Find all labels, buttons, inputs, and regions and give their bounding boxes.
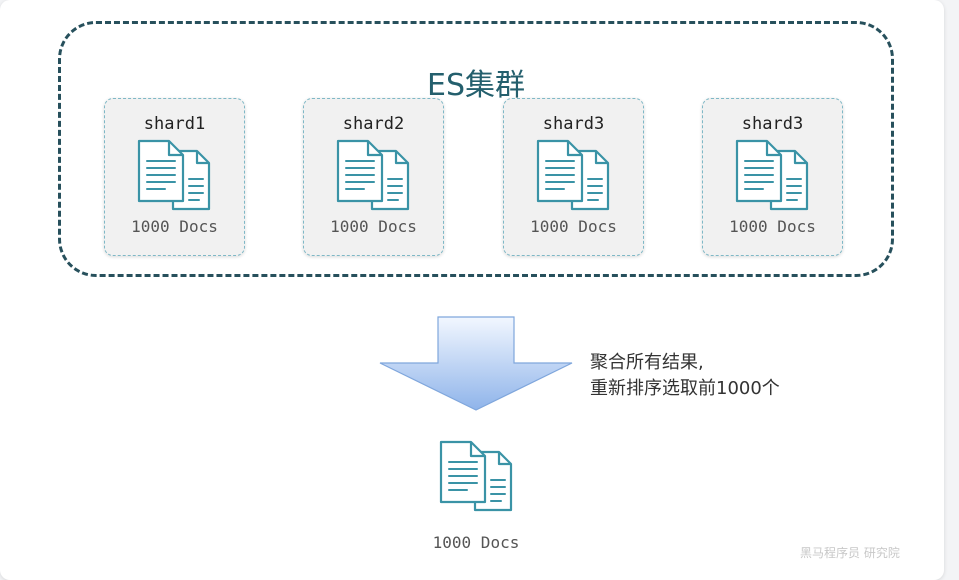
result-doc-count: 1000 Docs bbox=[432, 533, 520, 552]
documents-icon bbox=[437, 440, 517, 519]
shard-box: shard2 1000 Docs bbox=[303, 98, 444, 256]
shard-label: shard3 bbox=[542, 114, 605, 134]
es-cluster-container: ES集群 bbox=[58, 21, 894, 277]
documents-icon bbox=[534, 139, 614, 218]
shard-label: shard3 bbox=[741, 114, 804, 134]
shard-doc-count: 1000 Docs bbox=[530, 217, 617, 236]
shard-doc-count: 1000 Docs bbox=[330, 217, 417, 236]
down-arrow bbox=[379, 316, 573, 411]
aggregation-note: 聚合所有结果, 重新排序选取前1000个 bbox=[590, 350, 780, 402]
documents-icon bbox=[334, 139, 414, 218]
shard-box: shard3 1000 Docs bbox=[503, 98, 644, 256]
shard-label: shard2 bbox=[342, 114, 405, 134]
cluster-title: ES集群 bbox=[427, 68, 525, 103]
shard-label: shard1 bbox=[143, 114, 206, 134]
documents-icon bbox=[135, 139, 215, 218]
shard-box: shard1 1000 Docs bbox=[104, 98, 245, 256]
shard-box: shard3 1000 Docs bbox=[702, 98, 843, 256]
aggregation-note-line: 重新排序选取前1000个 bbox=[590, 378, 780, 399]
aggregation-note-line: 聚合所有结果, bbox=[590, 352, 704, 373]
documents-icon bbox=[733, 139, 813, 218]
watermark: 黑马程序员 研究院 bbox=[800, 546, 900, 560]
shard-doc-count: 1000 Docs bbox=[729, 217, 816, 236]
shard-doc-count: 1000 Docs bbox=[131, 217, 218, 236]
